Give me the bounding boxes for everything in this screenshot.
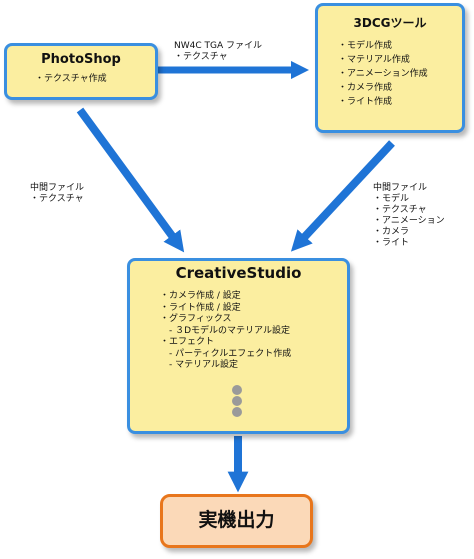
creativestudio-box: CreativeStudio ・カメラ作成 / 設定 ・ライト作成 / 設定 ・… xyxy=(127,258,350,434)
label-3dcg-to-creative: 中間ファイル ・モデル ・テクスチャ ・アニメーション ・カメラ ・ライト xyxy=(373,183,445,249)
photoshop-line: ・テクスチャ作成 xyxy=(35,74,107,84)
creativestudio-line: - ３Dモデルのマテリアル設定 xyxy=(160,325,290,336)
3dcg-tool-box: 3DCGツール ・モデル作成 ・マテリアル作成 ・アニメーション作成 ・カメラ作… xyxy=(315,3,465,133)
label-line: 中間ファイル xyxy=(373,183,428,193)
photoshop-title: PhotoShop xyxy=(41,52,121,67)
label-line: ・テクスチャ xyxy=(30,194,84,204)
3dcg-tool-title: 3DCGツール xyxy=(353,16,427,30)
creativestudio-line: - パーティクルエフェクト作成 xyxy=(160,348,292,359)
creativestudio-lines: ・カメラ作成 / 設定 ・ライト作成 / 設定 ・グラフィックス - ３Dモデル… xyxy=(160,291,347,372)
creativestudio-line: ・グラフィックス xyxy=(160,314,232,324)
creativestudio-title: CreativeStudio xyxy=(175,264,302,282)
3dcg-tool-line: ・ライト作成 xyxy=(338,97,393,107)
ellipsis-dots-icon xyxy=(232,385,242,418)
3dcg-tool-line: ・モデル作成 xyxy=(338,41,393,51)
3dcg-tool-line: ・カメラ作成 xyxy=(338,83,393,93)
label-line: ・テクスチャ xyxy=(174,52,228,62)
label-line: 中間ファイル xyxy=(30,183,85,193)
photoshop-lines: ・テクスチャ作成 xyxy=(35,73,155,85)
arrow-3dcg-to-creative xyxy=(290,140,395,252)
label-line: ・カメラ xyxy=(373,227,410,237)
label-line: ・モデル xyxy=(373,194,410,204)
label-photoshop-to-creative: 中間ファイル ・テクスチャ xyxy=(30,183,84,205)
creativestudio-line: - マテリアル設定 xyxy=(160,360,239,370)
creativestudio-line: ・エフェクト xyxy=(160,337,215,347)
label-photoshop-to-3dcg: NW4C TGA ファイル ・テクスチャ xyxy=(174,41,262,63)
arrow-photoshop-to-creative xyxy=(76,107,185,253)
creativestudio-line: ・ライト作成 / 設定 xyxy=(160,302,241,313)
photoshop-box: PhotoShop ・テクスチャ作成 xyxy=(4,43,158,100)
3dcg-tool-line: ・マテリアル作成 xyxy=(338,55,410,65)
label-line: ・アニメーション xyxy=(373,216,445,226)
label-line: ・ライト xyxy=(373,238,410,248)
creativestudio-line: ・カメラ作成 / 設定 xyxy=(160,291,241,301)
label-line: ・テクスチャ xyxy=(373,205,427,215)
3dcg-tool-line: ・アニメーション作成 xyxy=(338,69,428,79)
label-line: NW4C TGA ファイル xyxy=(174,41,262,51)
hardware-output-box: 実機出力 xyxy=(160,494,313,548)
3dcg-tool-lines: ・モデル作成 ・マテリアル作成 ・アニメーション作成 ・カメラ作成 ・ライト作成 xyxy=(338,39,462,109)
